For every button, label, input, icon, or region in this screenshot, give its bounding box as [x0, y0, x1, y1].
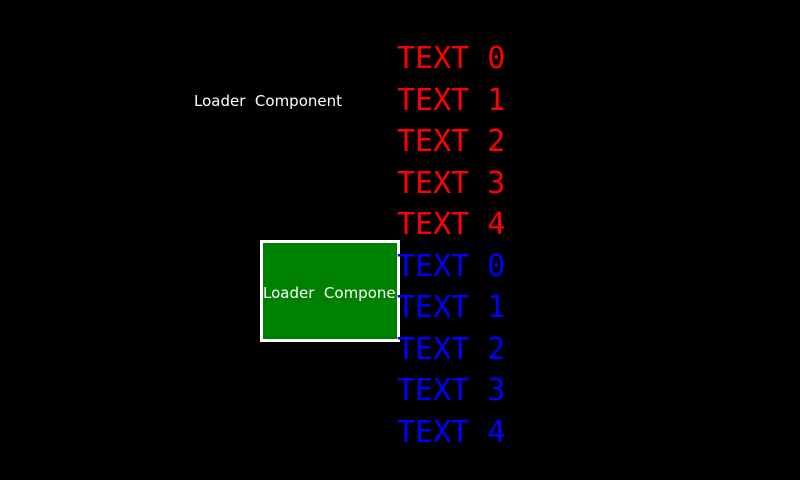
list-item[interactable]: TEXT 2 — [397, 124, 506, 159]
loader-box-label: Loader Component — [263, 284, 400, 302]
list-item[interactable]: TEXT 3 — [397, 166, 506, 201]
list-item[interactable]: TEXT 1 — [397, 83, 506, 118]
loader-component-label: Loader Component — [194, 92, 343, 110]
loader-box: Loader Component — [260, 240, 400, 342]
list-item[interactable]: TEXT 2 — [397, 332, 506, 367]
list-item[interactable]: TEXT 0 — [397, 41, 506, 76]
list-item[interactable]: TEXT 1 — [397, 290, 506, 325]
list-item[interactable]: TEXT 0 — [397, 249, 506, 284]
list-item[interactable]: TEXT 4 — [397, 207, 506, 242]
list-item[interactable]: TEXT 3 — [397, 373, 506, 408]
list-item[interactable]: TEXT 4 — [397, 415, 506, 450]
